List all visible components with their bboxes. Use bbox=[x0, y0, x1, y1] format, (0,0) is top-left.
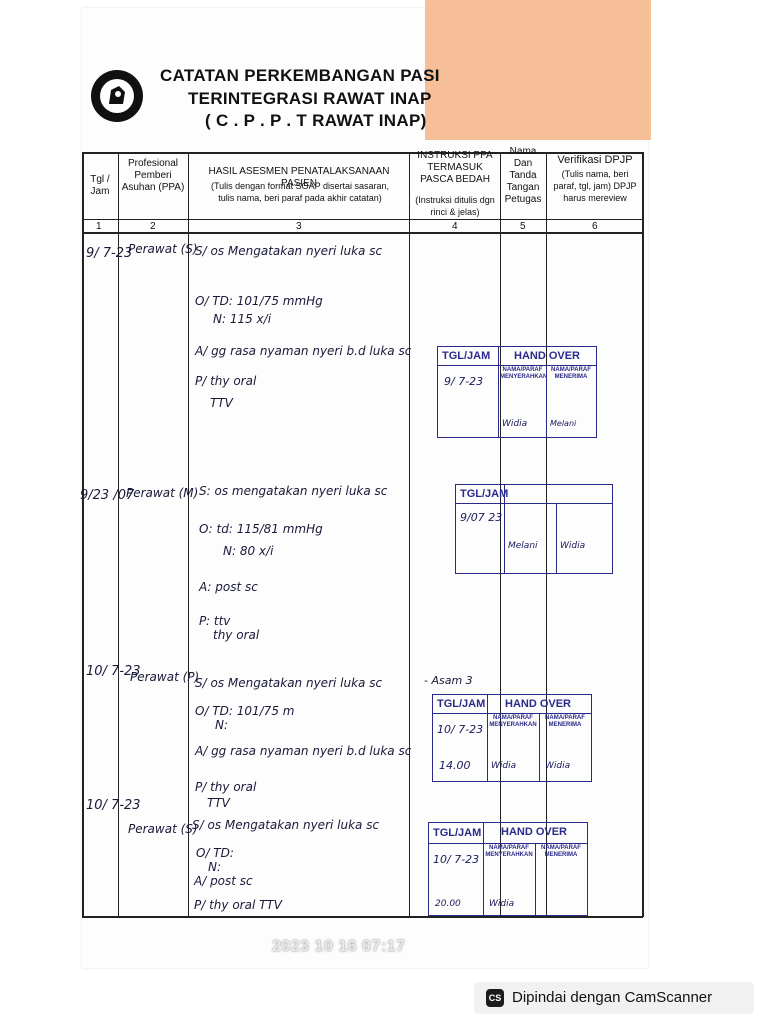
stamp-tgl-jam: TGL/JAM bbox=[460, 488, 509, 500]
handover-stamp: TGL/JAM HAND OVER NAMA/PARAF MENYERAHKAN… bbox=[437, 346, 597, 438]
stamp-date-ink: 9/07 23 bbox=[460, 511, 503, 524]
stamp-signature: Widia bbox=[489, 899, 515, 909]
entry-line: A/ gg rasa nyaman nyeri b.d luka sc bbox=[195, 744, 412, 758]
entry-date: 10/ 7-23 bbox=[86, 664, 141, 679]
entry-line: TTV bbox=[207, 796, 230, 810]
header-petugas: Nama Dan Tanda Tangan Petugas bbox=[504, 146, 542, 205]
entry-line: A/ gg rasa nyaman nyeri b.d luka sc bbox=[195, 344, 412, 358]
document-title-line2: TERINTEGRASI RAWAT INAP bbox=[188, 89, 432, 108]
col-line-3 bbox=[409, 152, 410, 917]
camscanner-icon: CS bbox=[486, 989, 504, 1007]
entry-line: N: 115 x/i bbox=[213, 312, 272, 326]
column-number-3: 3 bbox=[296, 221, 302, 232]
document-page bbox=[82, 8, 648, 968]
sticky-note bbox=[425, 0, 651, 140]
entry-line: S/ os Mengatakan nyeri luka sc bbox=[195, 244, 383, 258]
table-bottom-border bbox=[82, 916, 643, 918]
entry-date: 9/ 7-23 bbox=[86, 246, 133, 261]
entry-line: O/ TD: 101/75 m bbox=[195, 704, 295, 718]
entry-ppa: Perawat (M) bbox=[126, 486, 199, 500]
entry-date: 10/ 7-23 bbox=[86, 798, 141, 813]
stamp-hand-over: HAND OVER bbox=[514, 350, 581, 362]
entry-line: P/ thy oral bbox=[195, 374, 257, 388]
header-divider bbox=[82, 219, 643, 220]
column-number-6: 6 bbox=[592, 221, 598, 232]
entry-line: S: os mengatakan nyeri luka sc bbox=[199, 484, 388, 498]
header-tgl-jam: Tgl / Jam bbox=[90, 174, 110, 197]
stamp-signature: Widia bbox=[502, 419, 528, 429]
stamp-penyerah: NAMA/PARAF MENYERAHKAN bbox=[485, 845, 533, 858]
stamp-date-ink: 10/ 7-23 bbox=[437, 723, 484, 736]
column-number-4: 4 bbox=[452, 221, 458, 232]
camscanner-watermark: CS Dipindai dengan CamScanner bbox=[474, 982, 754, 1014]
stamp-signature: Melani bbox=[508, 541, 538, 551]
entry-ppa: Perawat (P) bbox=[130, 670, 200, 684]
entry-line: thy oral bbox=[213, 628, 260, 642]
handover-stamp: TGL/JAM HAND OVER NAMA/PARAF MENYERAHKAN… bbox=[428, 822, 588, 916]
entry-line: TTV bbox=[210, 396, 233, 410]
entry-line: N: bbox=[215, 718, 229, 732]
col-line-4 bbox=[500, 152, 501, 917]
stamp-penerima: NAMA/PARAF MENERIMA bbox=[545, 715, 585, 728]
document-title-line1: CATATAN PERKEMBANGAN PASI bbox=[160, 66, 440, 85]
header-verifikasi: Verifikasi DPJP bbox=[557, 154, 633, 166]
col-line-1 bbox=[118, 152, 119, 917]
handover-stamp: TGL/JAM HAND OVER NAMA/PARAF MENYERAHKAN… bbox=[432, 694, 592, 782]
column-number-divider bbox=[82, 232, 643, 234]
entry-date: 9/23 /07 bbox=[80, 488, 135, 503]
entry-line: S/ os Mengatakan nyeri luka sc bbox=[195, 676, 383, 690]
stamp-time-ink: 14.00 bbox=[439, 759, 471, 772]
entry-line: P/ thy oral TTV bbox=[194, 898, 282, 912]
camscanner-text: Dipindai dengan CamScanner bbox=[512, 989, 713, 1006]
entry-line: N: 80 x/i bbox=[223, 544, 274, 558]
entry-line: S/ os Mengatakan nyeri luka sc bbox=[192, 818, 380, 832]
header-ppa: Profesional Pemberi Asuhan (PPA) bbox=[121, 158, 185, 193]
col-line-0 bbox=[82, 152, 84, 917]
stamp-tgl-jam: TGL/JAM bbox=[442, 350, 491, 362]
stamp-tgl-jam: TGL/JAM bbox=[437, 698, 486, 710]
stamp-signature: Widia bbox=[560, 541, 586, 551]
header-hasil-asesmen-sub: (Tulis dengan format SOAP disertai sasar… bbox=[210, 181, 390, 203]
stamp-tgl-jam: TGL/JAM bbox=[433, 827, 482, 839]
instruction-note: - Asam 3 bbox=[424, 674, 473, 687]
stamp-penerima: NAMA/PARAF MENERIMA bbox=[541, 845, 581, 858]
entry-ppa: Perawat (S) bbox=[128, 242, 198, 256]
photo-timestamp: 2023 10 16 07:17 bbox=[272, 938, 406, 955]
entry-line: A/ post sc bbox=[194, 874, 253, 888]
header-instruksi-sub: (Instruksi ditulis dgn rinci & jelas) bbox=[415, 195, 495, 217]
stamp-hand-over: HAND OVER bbox=[501, 826, 568, 838]
col-line-2 bbox=[188, 152, 189, 917]
entry-line: P: ttv bbox=[199, 614, 231, 628]
stamp-signature: Widia bbox=[491, 761, 517, 771]
stamp-penerima: NAMA/PARAF MENERIMA bbox=[551, 367, 591, 380]
stamp-signature: Widia bbox=[545, 761, 571, 771]
stamp-date-ink: 9/ 7-23 bbox=[444, 375, 484, 388]
col-line-5 bbox=[546, 152, 547, 917]
entry-line: O: td: 115/81 mmHg bbox=[199, 522, 323, 536]
table-top-border bbox=[82, 152, 643, 154]
hospital-logo bbox=[91, 70, 143, 122]
stamp-hand-over: HAND OVER bbox=[505, 698, 572, 710]
column-number-5: 5 bbox=[520, 221, 526, 232]
header-verifikasi-sub: (Tulis nama, beri paraf, tgl, jam) DPJP … bbox=[553, 169, 637, 203]
stamp-penyerah: NAMA/PARAF MENYERAHKAN bbox=[500, 367, 548, 380]
stamp-penyerah: NAMA/PARAF MENYERAHKAN bbox=[489, 715, 537, 728]
header-instruksi: INSTRUKSI PPA TERMASUK PASCA BEDAH bbox=[417, 150, 493, 185]
entry-line: A: post sc bbox=[199, 580, 258, 594]
entry-line: P/ thy oral bbox=[195, 780, 257, 794]
column-number-1: 1 bbox=[96, 221, 102, 232]
entry-line: O/ TD: 101/75 mmHg bbox=[195, 294, 323, 308]
stamp-signature: Melani bbox=[550, 419, 577, 428]
entry-line: O/ TD: bbox=[196, 846, 234, 860]
handover-stamp: TGL/JAM 9/07 23 Melani Widia bbox=[455, 484, 613, 574]
entry-line: N: bbox=[208, 860, 222, 874]
column-number-2: 2 bbox=[150, 221, 156, 232]
document-title-line3: ( C . P . P . T RAWAT INAP) bbox=[205, 111, 427, 130]
col-line-6 bbox=[642, 152, 644, 917]
stamp-date-ink: 10/ 7-23 bbox=[433, 853, 480, 866]
header-hasil-asesmen: HASIL ASESMEN PENATALAKSANAAN PASIEN bbox=[208, 166, 390, 189]
entry-ppa: Perawat (S) bbox=[128, 822, 198, 836]
stamp-time-ink: 20.00 bbox=[435, 899, 461, 909]
